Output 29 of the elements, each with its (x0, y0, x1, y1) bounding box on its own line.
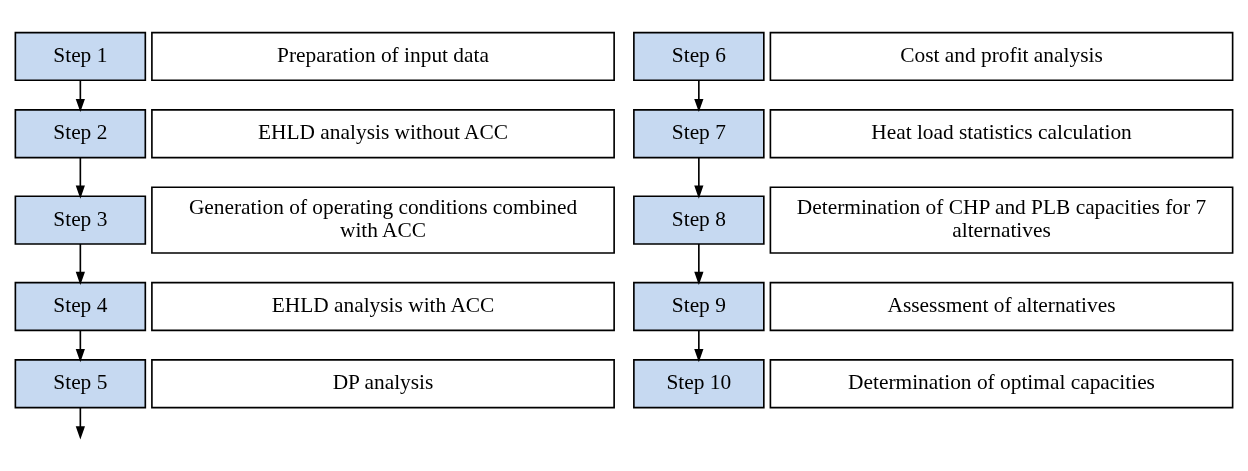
node-box: Preparation of input data (151, 31, 615, 82)
arrow (75, 406, 85, 440)
node-box: Step 1 (14, 31, 147, 82)
arrow (694, 329, 704, 363)
arrow (75, 243, 85, 285)
node-box: Step 3 (14, 195, 147, 245)
node-box: Generation of operating conditions combined with ACC (151, 186, 615, 254)
node-box: EHLD analysis with ACC (151, 281, 615, 332)
node-box: Determination of CHP and PLB capacities for 7 alternatives (769, 186, 1234, 254)
arrow (75, 156, 85, 199)
node-box: Step 6 (633, 31, 765, 82)
node-box: Step 10 (633, 359, 765, 409)
node-box: Assessment of alternatives (769, 281, 1234, 332)
arrow (694, 79, 704, 113)
node-box: Step 9 (633, 281, 765, 332)
node-box: Step 5 (14, 359, 147, 409)
node-box: Cost and profit analysis (769, 31, 1234, 82)
arrow (75, 329, 85, 363)
node-box: Step 7 (633, 109, 765, 159)
node-box: Step 2 (14, 109, 147, 159)
node-box: Heat load statistics calculation (769, 109, 1234, 159)
arrow (694, 243, 704, 285)
arrow (75, 79, 85, 113)
arrow (694, 156, 704, 199)
node-box: Determination of optimal capacities (769, 359, 1234, 409)
node-box: EHLD analysis without ACC (151, 109, 615, 159)
node-box: Step 4 (14, 281, 147, 332)
node-box: Step 8 (633, 195, 765, 245)
node-box: DP analysis (151, 359, 615, 409)
